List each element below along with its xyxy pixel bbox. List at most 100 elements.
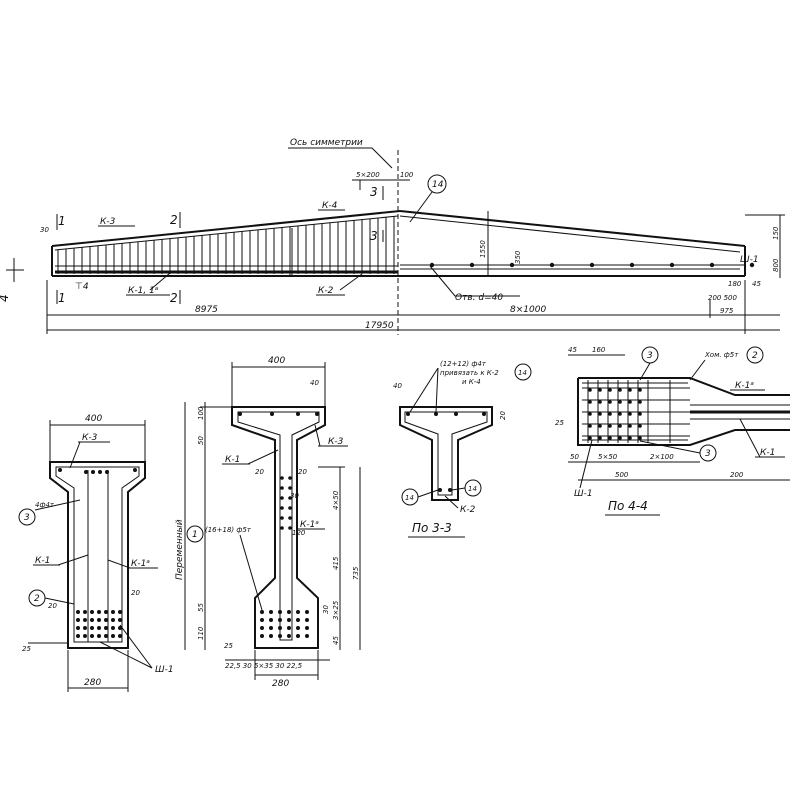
bar <box>111 610 115 614</box>
dim-30: 30 <box>40 226 49 234</box>
s3-callout-14c <box>514 363 532 381</box>
bar <box>288 496 292 500</box>
label-k4: К-4 <box>322 201 338 211</box>
bar <box>111 618 115 622</box>
s3-bar-5 <box>438 488 442 492</box>
beam-top-right <box>399 210 746 247</box>
s4-callout-3a-leader <box>639 362 651 381</box>
bar <box>83 618 87 622</box>
bar <box>278 610 282 614</box>
bar <box>638 388 642 392</box>
section-1-1: 400 К-3 3 4ф4т К-1 К-1ᵃ 2 20 20 25 Ш-1 2… <box>18 414 174 692</box>
hole <box>429 262 435 268</box>
bar <box>84 470 88 474</box>
s3-note-bars: (12+12) ф4т <box>440 360 487 368</box>
s2-dim-50: 50 <box>197 436 205 445</box>
s3-k2-leader <box>444 495 459 509</box>
bar <box>83 626 87 630</box>
s3-note-leader-2 <box>435 367 439 413</box>
s3-note-tie2: и К-4 <box>462 378 481 386</box>
section-3-stirrup <box>404 411 488 496</box>
bar <box>296 626 300 630</box>
section-4-4: 45 160 3 Хом. ф5т 2 К-1ᵃ К-1 25 3 50 5×5… <box>555 346 790 516</box>
s4-dim-50: 50 <box>570 453 579 461</box>
bar <box>638 436 642 440</box>
bar <box>111 626 115 630</box>
bar <box>588 388 592 392</box>
bar <box>618 412 622 416</box>
section-2-bars <box>238 412 319 638</box>
dim-180: 180 <box>728 280 742 288</box>
bar <box>315 412 319 416</box>
s3-bar-4 <box>482 412 486 416</box>
bar <box>598 424 602 428</box>
label-k1-leader <box>149 272 171 291</box>
beam-top-left <box>51 210 401 247</box>
s1-label-sh1: Ш-1 <box>155 665 174 675</box>
s4-dim-160: 160 <box>592 346 606 354</box>
dim-200-500: 200 500 <box>708 294 737 302</box>
bar <box>618 424 622 428</box>
bar <box>260 626 264 630</box>
bar <box>278 626 282 630</box>
bar <box>588 412 592 416</box>
dim-975: 975 <box>720 307 734 315</box>
s3-label-k2: К-2 <box>460 505 476 515</box>
bar <box>288 476 292 480</box>
bar <box>118 634 122 638</box>
bar <box>97 610 101 614</box>
symmetry-axis-label: Ось симметрии <box>290 138 363 148</box>
s2-label-k3: К-3 <box>328 437 344 447</box>
s4-k1-leader <box>739 418 761 458</box>
bar <box>588 400 592 404</box>
bar <box>288 486 292 490</box>
section-3-outline <box>399 406 493 501</box>
s3-callout-14c-text: 14 <box>518 369 527 377</box>
s2-dim-735: 735 <box>352 566 360 580</box>
bar <box>287 634 291 638</box>
section-3-3: 40 20 (12+12) ф4т привязать к К-2 и К-4 … <box>393 360 532 538</box>
s1-label-k3: К-3 <box>82 433 98 443</box>
elevation-view: Ось симметрии Отв. d=40 К-3 К-4 К-2 К-1,… <box>0 138 785 335</box>
bar <box>638 400 642 404</box>
hole-leader <box>429 265 520 297</box>
bar <box>638 424 642 428</box>
s2-dim-110: 110 <box>197 626 205 640</box>
s3-note-tie1: привязать к К-2 <box>440 369 499 377</box>
bar <box>628 388 632 392</box>
s3-dim-40: 40 <box>393 382 402 390</box>
s2-label-bars: (16+18) ф5т <box>205 526 252 534</box>
s2-dim-40: 40 <box>310 379 319 387</box>
bar <box>58 468 62 472</box>
s2-dim-100: 100 <box>197 406 205 420</box>
s4-dim-5x50: 5×50 <box>598 453 618 461</box>
section-4-outline <box>577 377 790 446</box>
s1-width-bottom: 280 <box>84 678 101 688</box>
symmetry-axis-leader <box>288 147 393 169</box>
s3-title: По 3-3 <box>412 521 452 535</box>
section-1-bars <box>58 468 137 638</box>
bar <box>280 526 284 530</box>
s1-width-top: 400 <box>85 414 102 424</box>
s2-dim-30a: 30 <box>290 492 299 500</box>
bar <box>280 516 284 520</box>
callout-14-leader <box>409 191 433 223</box>
s4-label-khom: Хом. ф5т <box>704 351 739 359</box>
bar <box>618 436 622 440</box>
callout-14 <box>427 174 447 194</box>
s4-title: По 4-4 <box>608 499 648 513</box>
s4-dim-500: 500 <box>615 471 629 479</box>
section-mark-1-top: 1 <box>58 214 66 228</box>
hole <box>749 262 755 268</box>
s4-callout-3b-leader <box>639 440 701 454</box>
s4-dim-45: 45 <box>568 346 577 354</box>
hole <box>589 262 595 268</box>
bar <box>296 634 300 638</box>
bar <box>90 618 94 622</box>
bar <box>280 476 284 480</box>
s4-callout-3a-text: 3 <box>647 351 653 361</box>
bar <box>76 610 80 614</box>
s3-bar-6 <box>448 488 452 492</box>
section-2-stirrup <box>237 411 320 641</box>
bar <box>76 626 80 630</box>
